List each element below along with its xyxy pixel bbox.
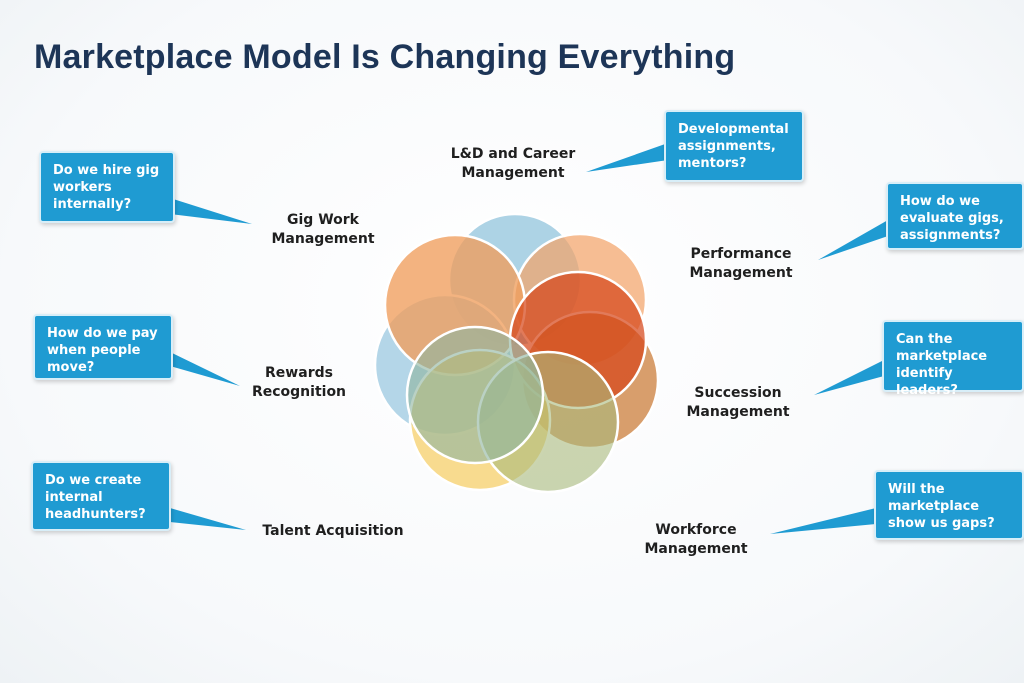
label-workforce-management: Workforce Management (644, 522, 748, 557)
label-ld-career-management: L&D and Career Management (450, 146, 576, 181)
callout-gig-question: Do we hire gig workers internally? (39, 151, 175, 223)
label-performance-management: Performance Management (689, 246, 793, 281)
pointer-tail-performance (818, 220, 888, 260)
label-talent-acquisition: Talent Acquisition (262, 523, 404, 539)
pointer-tail-succession (814, 360, 884, 395)
label-succession-management: Succession Management (686, 385, 790, 420)
pointer-tail-gig (170, 198, 252, 224)
pointer-tail-talent (170, 508, 246, 530)
petal-circle-sage (405, 325, 545, 465)
callout-ld-question: Developmental assignments, mentors? (664, 110, 804, 182)
callout-talent-question: Do we create internal headhunters? (31, 461, 171, 531)
callout-workforce-question: Will the marketplace show us gaps? (874, 470, 1024, 540)
page-title: Marketplace Model Is Changing Everything (34, 38, 736, 76)
callout-succession-question: Can the marketplace identify leaders? (882, 320, 1024, 398)
pointer-tail-rewards (170, 352, 240, 386)
pointer-tail-workforce (770, 508, 876, 534)
label-gig-work-management: Gig Work Management (271, 212, 375, 247)
callout-rewards-question: How do we pay when people move? (33, 314, 173, 380)
callout-performance-question: How do we evaluate gigs, assignments? (886, 182, 1024, 250)
pointer-tail-ld (586, 143, 668, 172)
label-rewards-recognition: Rewards Recognition (251, 365, 347, 400)
